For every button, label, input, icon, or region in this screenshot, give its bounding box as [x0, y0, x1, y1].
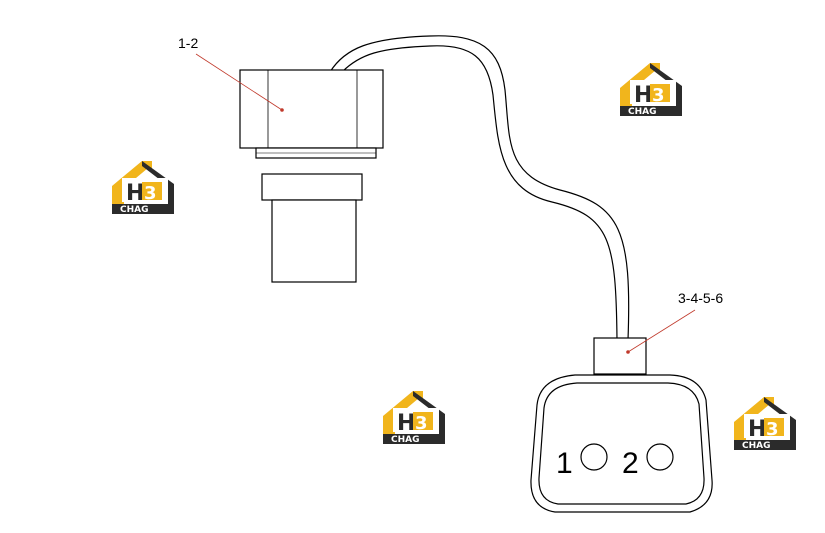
pin-label-1: 1 [556, 447, 573, 480]
logo-text: CHAG [742, 441, 771, 451]
watermark-logo: CHAG [112, 161, 174, 215]
connector-plug [530, 337, 713, 513]
callout-label-plug: 3-4-5-6 [678, 290, 723, 306]
watermark-logo: CHAG [734, 397, 796, 451]
pin-hole-2 [646, 443, 674, 471]
sensor-hex-head [239, 69, 384, 149]
logo-text: CHAG [628, 107, 657, 117]
leader-dot-sensor [280, 108, 284, 112]
logo-text: CHAG [391, 435, 420, 445]
leader-dot-plug [626, 350, 630, 354]
callout-label-sensor: 1-2 [178, 35, 198, 51]
sensor-collar [261, 173, 363, 201]
sensor-body [239, 69, 384, 283]
callout-leaders [195, 53, 696, 353]
connector-housing-inner [538, 382, 705, 505]
sensor-probe [271, 199, 357, 283]
connector-neck [593, 337, 647, 375]
watermark-logo: CHAG [383, 391, 445, 445]
logo-text: CHAG [120, 205, 149, 215]
pin-label-2: 2 [622, 447, 639, 480]
pin-hole-1 [580, 443, 608, 471]
watermark-logo: CHAG [620, 63, 682, 117]
cable [329, 35, 630, 341]
